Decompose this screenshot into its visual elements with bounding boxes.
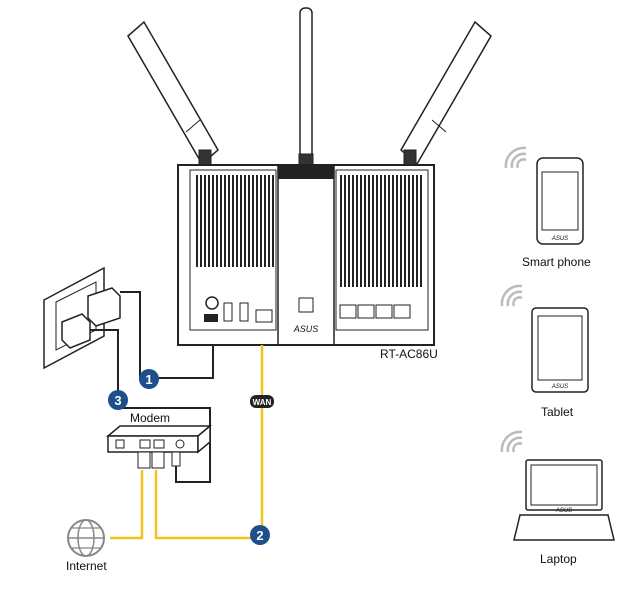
- svg-text:ASUS: ASUS: [551, 384, 568, 390]
- internet-label: Internet: [66, 559, 107, 573]
- antenna-center: [298, 7, 314, 175]
- step-1-badge: 1: [139, 369, 159, 389]
- svg-text:2: 2: [256, 528, 263, 543]
- wan-port-icon: [255, 309, 273, 323]
- antenna-left: [127, 20, 219, 177]
- globe-icon: [67, 519, 105, 557]
- laptop-icon: ASUS: [513, 459, 615, 541]
- modem-label: Modem: [130, 411, 170, 425]
- svg-text:WAN: WAN: [253, 398, 272, 407]
- usb-port-icon: [223, 302, 233, 322]
- svg-text:ASUS: ASUS: [555, 508, 572, 514]
- smartphone-icon: ASUS: [536, 157, 584, 245]
- router-vents-right: [338, 175, 424, 287]
- wifi-signal-icon-tablet: [500, 284, 523, 307]
- router-model-label: RT-AC86U: [380, 347, 438, 361]
- router: ASUS RT-AC86U: [177, 164, 438, 361]
- step-3-badge: 3: [108, 390, 128, 410]
- wifi-signal-icon-laptop: [500, 430, 523, 453]
- svg-text:1: 1: [145, 372, 152, 387]
- router-center-button: [298, 297, 314, 313]
- smartphone-label: Smart phone: [522, 255, 591, 269]
- wifi-signal-icon-phone: [504, 146, 527, 169]
- router-brand: ASUS: [293, 324, 319, 334]
- power-switch-icon: [205, 296, 219, 310]
- svg-text:3: 3: [114, 393, 121, 408]
- svg-text:ASUS: ASUS: [551, 236, 568, 242]
- antenna-right: [400, 20, 492, 177]
- wan-tag: WAN: [250, 395, 274, 408]
- usb-port-icon-2: [239, 302, 249, 322]
- ethernet-cables: [110, 345, 264, 540]
- laptop-label: Laptop: [540, 552, 577, 566]
- step-2-badge: 2: [250, 525, 270, 545]
- power-jack-icon: [204, 314, 218, 322]
- tablet-label: Tablet: [541, 405, 574, 419]
- power-adapter-icon: [61, 287, 121, 349]
- lan-ports: [339, 304, 411, 319]
- modem: Modem: [105, 411, 213, 469]
- tablet-icon: ASUS: [531, 307, 589, 393]
- router-vents-left: [194, 175, 274, 267]
